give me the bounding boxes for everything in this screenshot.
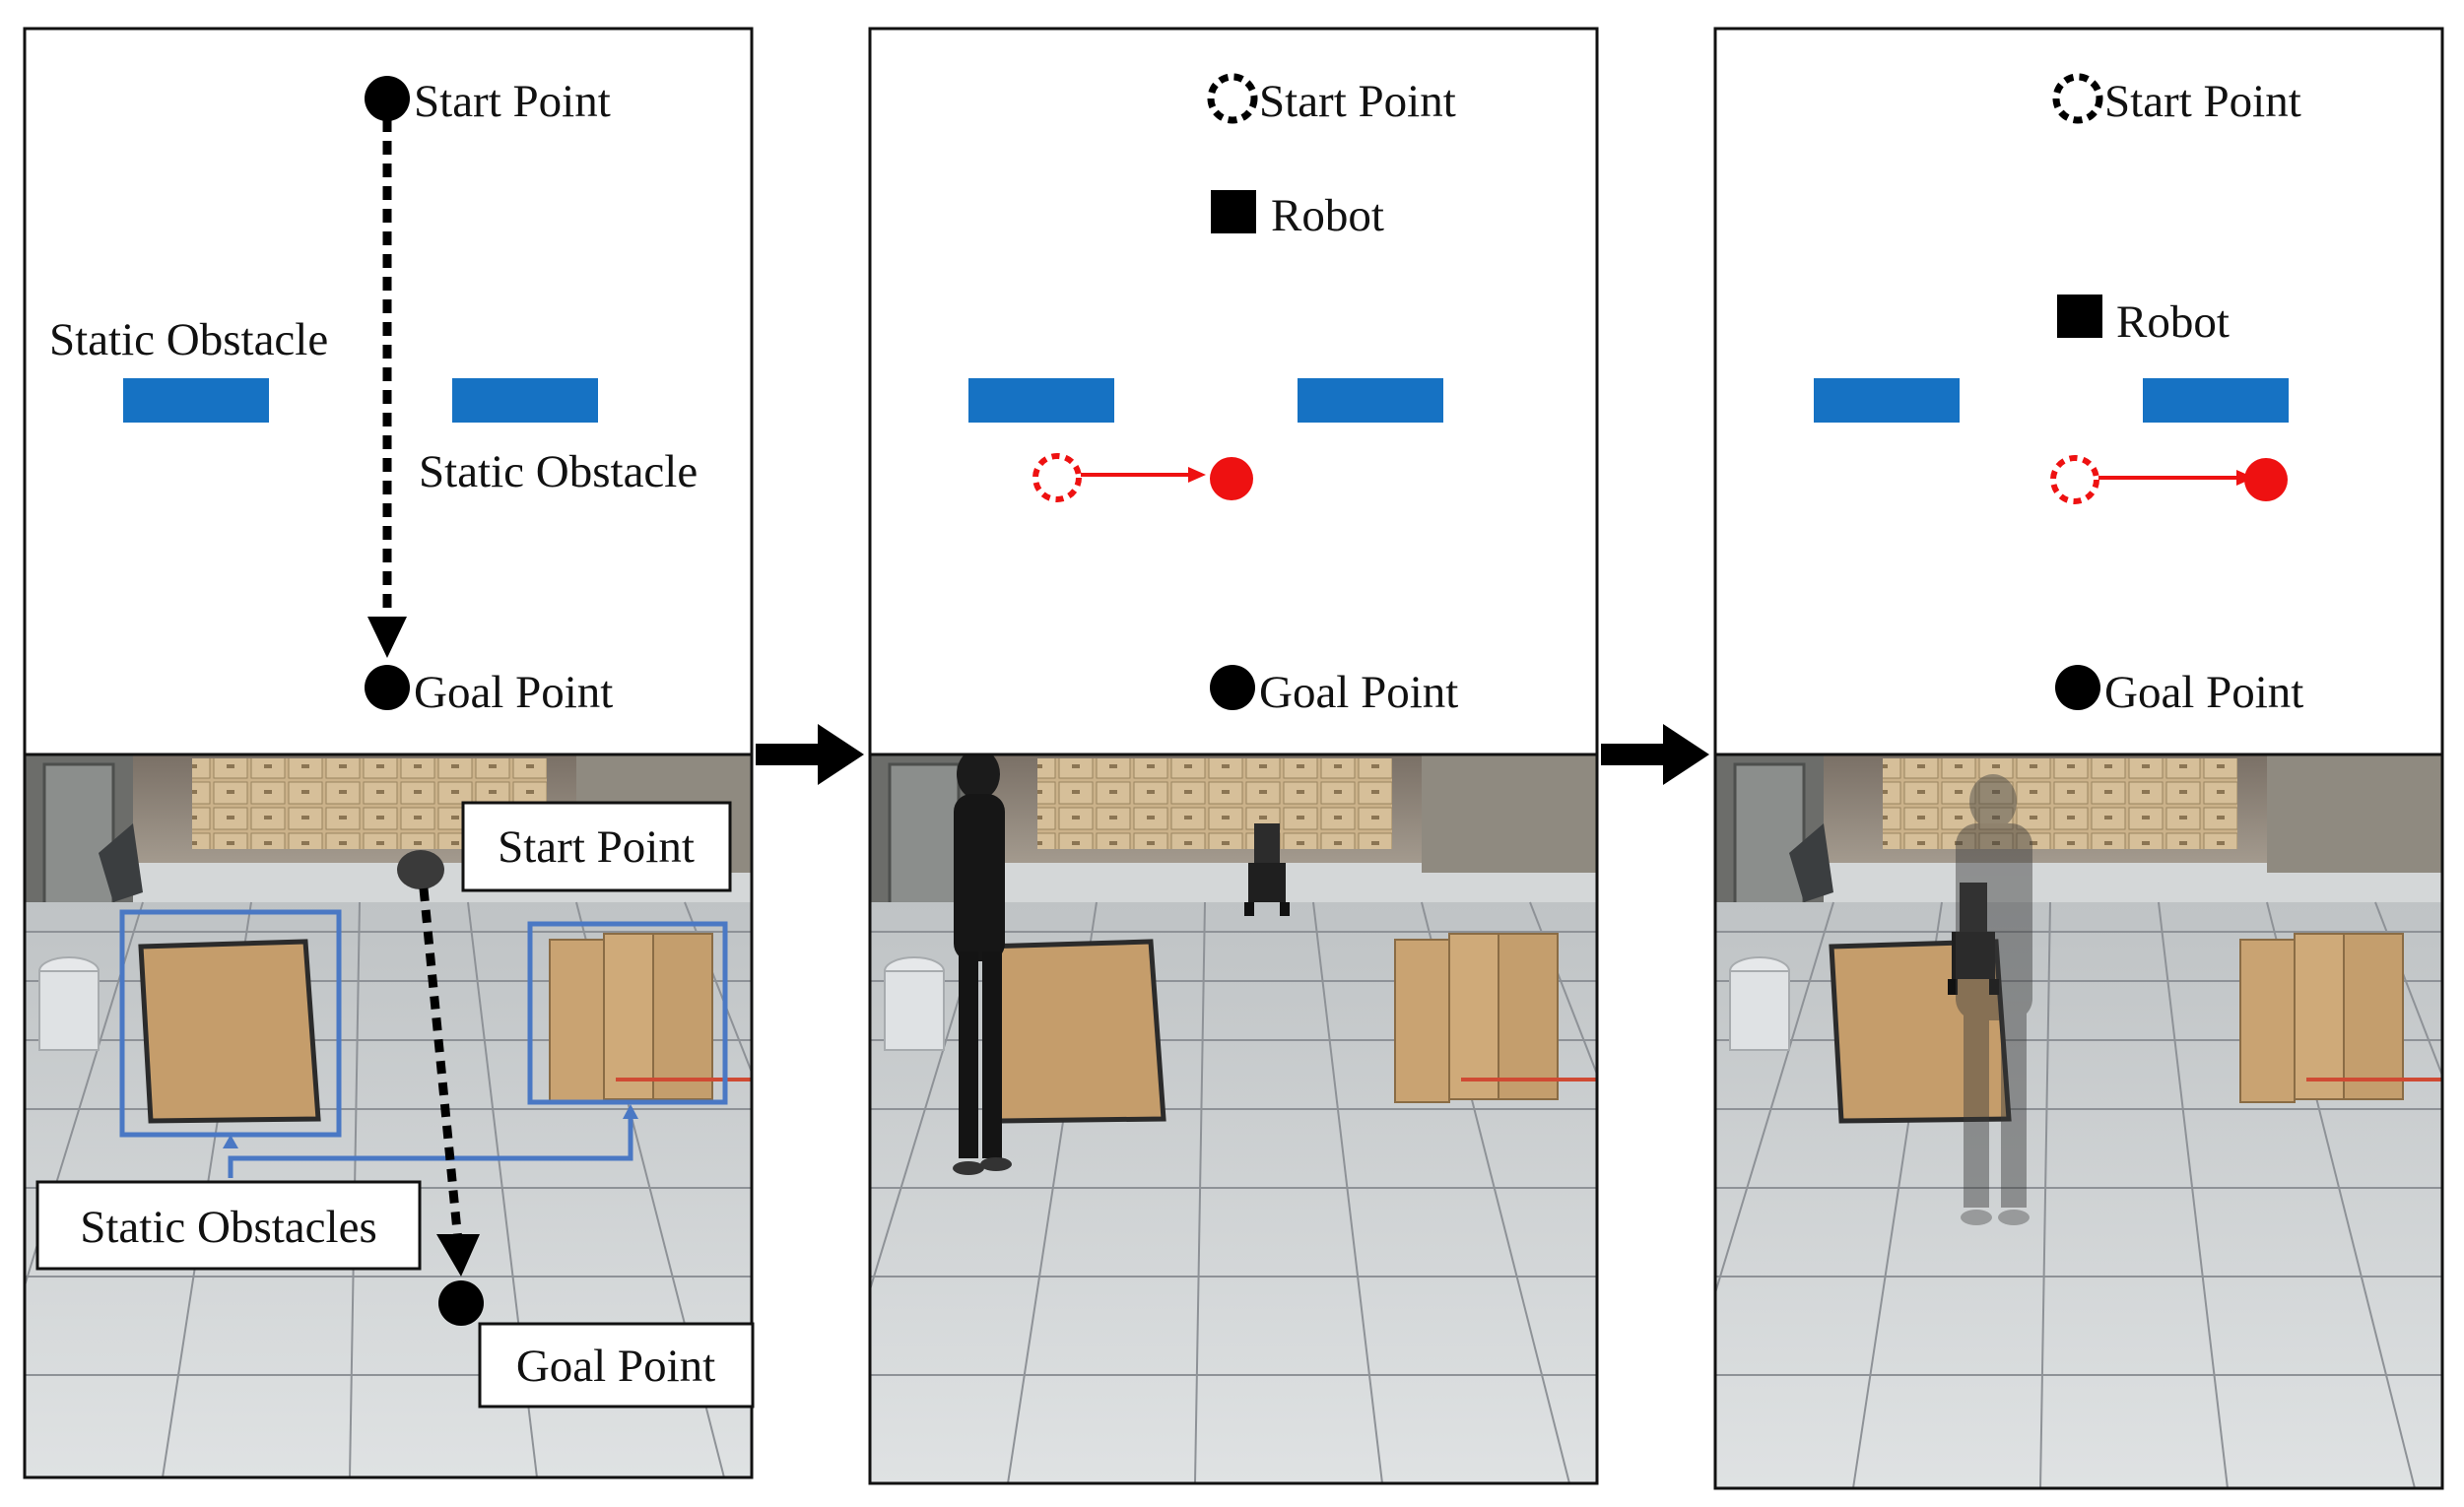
flow-arrow-icon [1663,724,1709,785]
path-arrow-head [367,617,407,658]
pedestrian-ghost-icon [2050,455,2099,504]
photo-goal-marker [438,1280,484,1326]
pedestrian-icon [2244,458,2288,501]
panel-3-photo [1713,753,2444,1490]
photo-goal-label: Goal Point [516,1341,715,1392]
pedestrian-ghost-icon [1032,453,1082,502]
goal-point-label: Goal Point [2104,667,2303,718]
static-obstacle-right [2143,378,2289,423]
static-obstacle-left [968,378,1114,423]
photo-robot [1948,883,1999,995]
panel-2-photo [868,753,1599,1485]
start-point-label: Start Point [414,76,611,127]
photo-pedestrian-ghost [1956,774,2032,1225]
static-obstacle-label-left: Static Obstacle [49,314,328,365]
pedestrian-icon [1210,457,1253,500]
goal-point-label: Goal Point [1259,667,1458,718]
start-point-icon [365,76,410,121]
panel-2-map: Start Point Robot Goal Point [868,27,1599,756]
static-obstacle-right [452,378,598,423]
photo-dashed-path [419,887,463,1242]
photo-static-obstacles-label: Static Obstacles [80,1202,377,1253]
goal-point-icon [1210,665,1255,710]
goal-point-icon [2055,665,2100,710]
goal-point-label: Goal Point [414,667,613,718]
robot-icon [2057,295,2102,338]
flow-arrow-1 [756,724,864,785]
flow-arrow-icon [818,724,864,785]
robot-icon [1211,190,1256,233]
panel-1-map: Start Point Goal Point Static Obstacle S… [23,27,754,756]
robot-label: Robot [1271,190,1384,241]
robot-label: Robot [2116,296,2230,348]
start-point-ghost-icon [1207,73,1258,124]
static-obstacle-left [1814,378,1960,423]
photo-pedestrian [953,754,1012,1175]
photo-static-obstacles-label-box [35,1180,422,1271]
static-obstacle-right [1298,378,1443,423]
panel-1-photo: Start Point Static Obstacles Goal Point [23,753,755,1479]
goal-point-icon [365,665,410,710]
photo-goal-label-box [478,1322,755,1409]
start-point-ghost-icon [2052,73,2103,124]
static-obstacle-label-right: Static Obstacle [419,446,698,497]
photo-start-marker [397,850,444,889]
static-obstacle-left [123,378,269,423]
obstacle-highlight-right [527,921,728,1105]
start-point-label: Start Point [2104,76,2301,127]
photo-robot [1244,823,1290,916]
photo-start-label-box [461,801,732,892]
photo-start-label: Start Point [498,821,695,873]
panel-3-map: Start Point Robot Goal Point [1713,27,2444,756]
start-point-label: Start Point [1259,76,1456,127]
flow-arrow-2 [1601,724,1709,785]
